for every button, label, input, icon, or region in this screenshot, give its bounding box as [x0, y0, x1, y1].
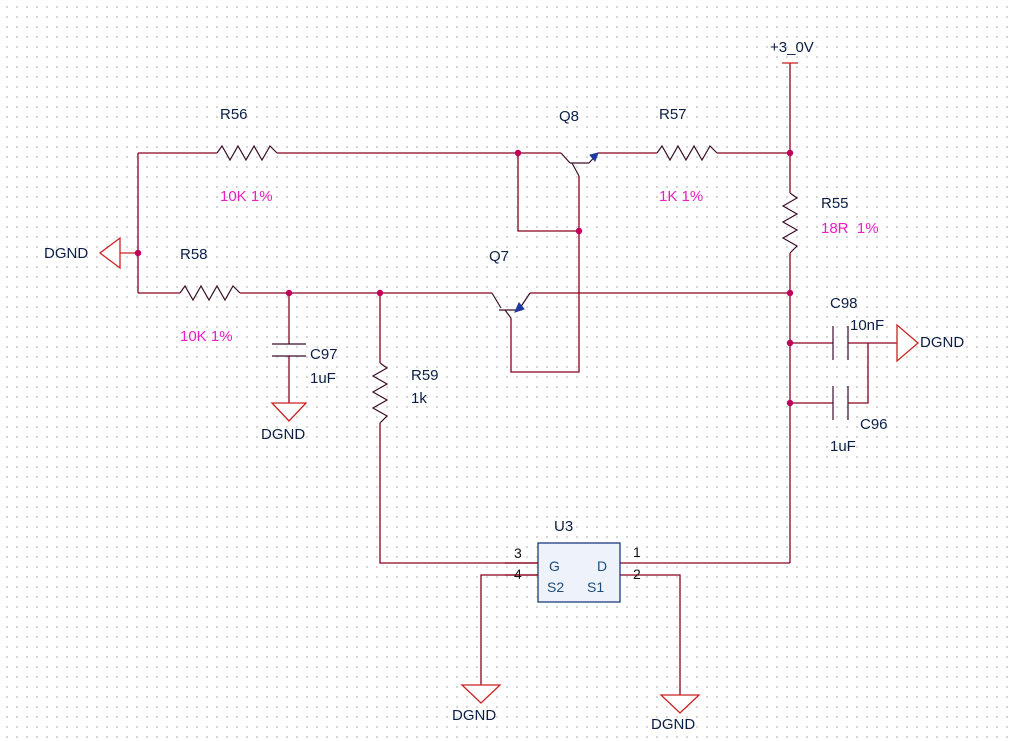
junction-dot [376, 289, 384, 297]
ref-C96: C96 [860, 416, 888, 433]
ground-label-left: DGND [44, 245, 88, 262]
value-R57: 1K 1% [659, 188, 703, 205]
ref-R59: R59 [411, 367, 439, 384]
junction-dot [575, 227, 583, 235]
resistor-R55[interactable] [781, 192, 799, 254]
resistor-R57[interactable] [656, 144, 718, 162]
supply-label: +3_0V [770, 39, 814, 56]
ground-symbol-right [896, 323, 919, 363]
ref-C98: C98 [830, 295, 858, 312]
junction-dot [285, 289, 293, 297]
capacitor-C98[interactable] [832, 326, 849, 360]
u3-pin-label-s2: S2 [547, 579, 564, 595]
transistor-Q8[interactable] [560, 152, 599, 177]
ground-symbol-u3-left [460, 684, 502, 704]
junction-dot [134, 249, 142, 257]
ground-label-u3-left: DGND [452, 707, 496, 724]
transistor-Q7[interactable] [491, 292, 531, 319]
ref-R55: R55 [821, 195, 849, 212]
junction-dot [786, 149, 794, 157]
u3-pin-2-number: 2 [633, 566, 641, 582]
wires [137, 63, 897, 695]
value-R59: 1k [411, 390, 427, 407]
capacitor-C97[interactable] [272, 343, 306, 357]
ref-R57: R57 [659, 106, 687, 123]
u3-pin-label-d: D [597, 558, 607, 574]
junction-dot [786, 289, 794, 297]
junction-dot [514, 149, 522, 157]
value-R58: 10K 1% [180, 328, 233, 345]
value-R56: 10K 1% [220, 188, 273, 205]
junction-dots [134, 149, 794, 407]
junction-dot [786, 339, 794, 347]
ref-C97: C97 [310, 346, 338, 363]
ground-label-c97: DGND [261, 426, 305, 443]
resistor-R56[interactable] [216, 144, 278, 162]
ref-Q7: Q7 [489, 248, 509, 265]
value-C97: 1uF [310, 370, 336, 387]
u3-pin-4-number: 4 [514, 566, 522, 582]
u3-pin-label-s1: S1 [587, 579, 604, 595]
ref-U3: U3 [554, 518, 573, 535]
u3-pin-1-number: 1 [633, 544, 641, 560]
ground-label-right: DGND [920, 334, 964, 351]
resistor-R59[interactable] [371, 362, 389, 424]
ground-symbol-u3-right [659, 694, 701, 714]
u3-pin-label-g: G [549, 558, 560, 574]
ref-Q8: Q8 [559, 108, 579, 125]
u3-pin-3-number: 3 [514, 545, 522, 561]
ground-symbol-c97 [270, 402, 308, 422]
ground-symbol-left [98, 236, 138, 270]
capacitor-C96[interactable] [832, 386, 849, 420]
value-C96: 1uF [830, 438, 856, 455]
ic-U3[interactable] [505, 542, 621, 603]
value-C98: 10nF [850, 317, 884, 334]
ref-R58: R58 [180, 246, 208, 263]
ref-R56: R56 [220, 106, 248, 123]
junction-dot [786, 399, 794, 407]
ground-label-u3-right: DGND [651, 716, 695, 733]
resistor-R58[interactable] [179, 284, 241, 302]
value-R55: 18R 1% [821, 220, 879, 237]
